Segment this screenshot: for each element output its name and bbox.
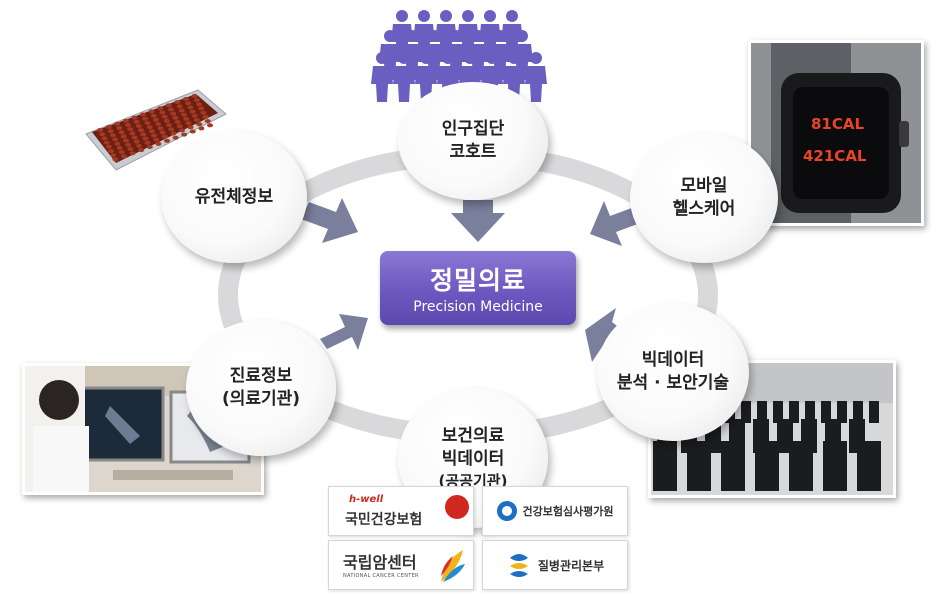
bubble-cohort-line2: 코호트 bbox=[449, 142, 497, 162]
center-subtitle: Precision Medicine bbox=[413, 299, 543, 315]
logo-hira-text: 건강보험심사평가원 bbox=[522, 505, 614, 518]
bubble-public-data-line2: 빅데이터 bbox=[441, 448, 505, 469]
bubble-mobile: 모바일 헬스케어 bbox=[630, 133, 778, 263]
bubble-bigdata: 빅데이터 분석 · 보안기술 bbox=[597, 303, 749, 441]
logo-kcdc-text: 질병관리본부 bbox=[537, 558, 605, 573]
logo-kcdc: 질병관리본부 bbox=[482, 540, 628, 590]
bubble-mobile-line2: 헬스케어 bbox=[672, 199, 736, 219]
nhis-mark-icon bbox=[445, 495, 469, 519]
precision-medicine-box: 정밀의료 Precision Medicine bbox=[380, 251, 576, 325]
bubble-bigdata-line2: 분석 · 보안기술 bbox=[616, 373, 730, 393]
ncc-mark-icon bbox=[441, 550, 465, 582]
watch-readout-1: 81CAL bbox=[811, 115, 864, 133]
logo-nhis-text: 국민건강보험 bbox=[345, 512, 423, 528]
logo-nhis-tag: h-well bbox=[349, 494, 384, 505]
bubble-public-data-line1: 보건의료 bbox=[441, 425, 505, 446]
bubble-clinical: 진료정보 (의료기관) bbox=[186, 320, 336, 456]
logo-nhis: h-well 국민건강보험 bbox=[328, 486, 474, 536]
bubble-mobile-line1: 모바일 bbox=[680, 176, 728, 197]
bubble-bigdata-line1: 빅데이터 bbox=[641, 350, 705, 371]
center-title: 정밀의료 bbox=[429, 266, 526, 295]
smartwatch-image: 81CAL 421CAL bbox=[751, 43, 921, 223]
logo-ncc-en: NATIONAL CANCER CENTER bbox=[343, 573, 419, 579]
bubble-clinical-line1: 진료정보 bbox=[229, 366, 293, 387]
bubble-cohort: 인구집단 코호트 bbox=[398, 82, 548, 200]
bubble-clinical-line2: (의료기관) bbox=[221, 389, 301, 409]
logo-ncc-text: 국립암센터 bbox=[343, 553, 417, 572]
microplate-image bbox=[85, 89, 227, 171]
hira-mark-icon bbox=[497, 501, 518, 521]
microplate-photo bbox=[78, 86, 228, 176]
logo-hira: 건강보험심사평가원 bbox=[482, 486, 628, 536]
watch-readout-2: 421CAL bbox=[803, 147, 867, 165]
logo-ncc: 국립암센터 NATIONAL CANCER CENTER bbox=[328, 540, 474, 590]
kcdc-mark-icon bbox=[509, 554, 528, 577]
bubble-genome: 유전체정보 bbox=[161, 131, 307, 263]
bubble-cohort-line1: 인구집단 bbox=[441, 119, 505, 140]
bubble-genome-line1: 유전체정보 bbox=[194, 186, 274, 207]
bubble-public-data-line3: (공공기관) bbox=[438, 471, 508, 490]
